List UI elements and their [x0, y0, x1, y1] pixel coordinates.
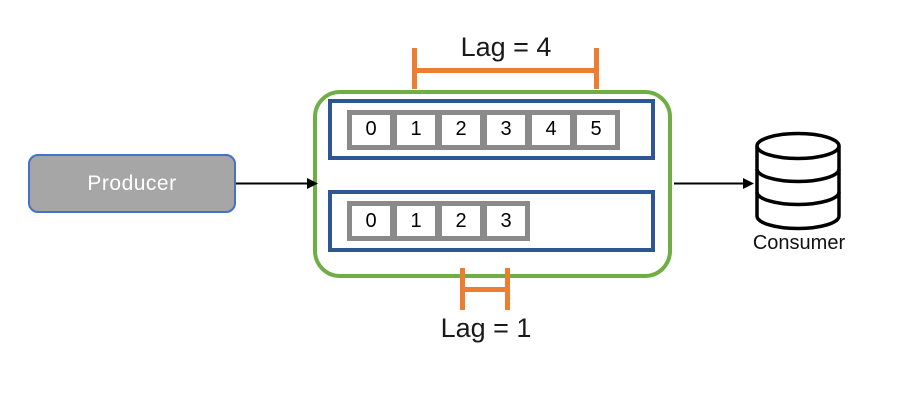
- offset-cell: 1: [392, 201, 440, 241]
- offset-cell: 4: [527, 109, 575, 150]
- offset-cell: 3: [482, 201, 530, 241]
- consumer-database-icon: [755, 131, 841, 231]
- broker-to-consumer-arrow: [674, 178, 754, 189]
- offset-cell: 1: [392, 109, 440, 150]
- offset-cell: 2: [437, 201, 485, 241]
- producer-box: Producer: [28, 154, 236, 213]
- lag-bottom-label: Lag = 1: [440, 313, 532, 343]
- offset-cell: 5: [572, 109, 620, 150]
- offset-cell: 0: [347, 201, 395, 241]
- offset-cell: 3: [482, 109, 530, 150]
- offset-cell: 0: [347, 109, 395, 150]
- producer-label: Producer: [87, 171, 177, 195]
- lag-top-label: Lag = 4: [460, 32, 552, 62]
- consumer-label: Consumer: [752, 232, 846, 254]
- producer-to-broker-arrow: [236, 178, 318, 189]
- offset-cell: 2: [437, 109, 485, 150]
